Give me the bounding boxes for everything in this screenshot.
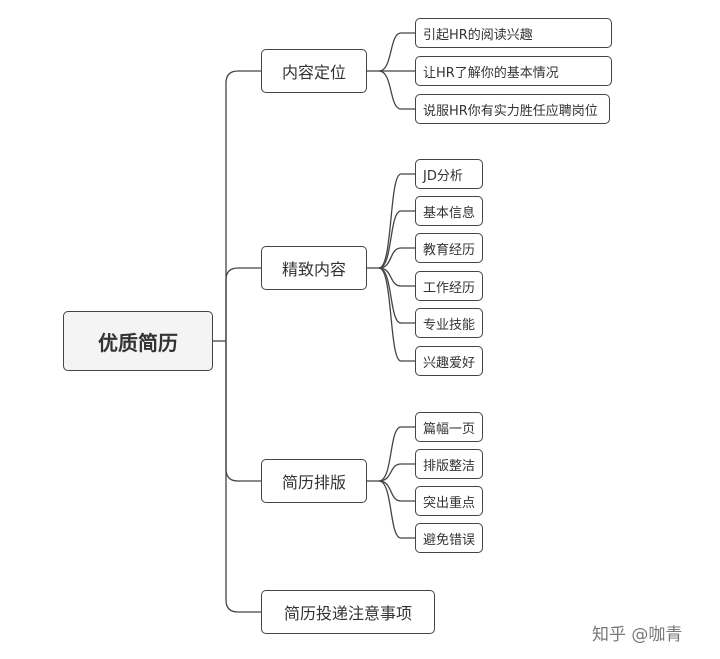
- connector-branch-1: [225, 267, 261, 341]
- watermark-text: 知乎 @咖青: [592, 625, 683, 645]
- connector-leaf-2-1: [378, 463, 415, 482]
- leaf-refined-content-4[interactable]: 工作经历: [415, 271, 483, 301]
- connector-leaf-2-2: [378, 480, 415, 502]
- leaf-refined-content-1[interactable]: JD分析: [415, 159, 483, 189]
- connector-leaf-1-1: [378, 210, 415, 269]
- root-node[interactable]: 优质简历: [63, 311, 213, 371]
- connector-leaf-1-3: [378, 267, 415, 287]
- leaf-layout-4[interactable]: 避免错误: [415, 523, 483, 553]
- leaf-layout-3[interactable]: 突出重点: [415, 486, 483, 516]
- connector-leaf-1-5: [378, 267, 415, 362]
- connector-leaf-1-4: [378, 267, 415, 324]
- connector-leaf-0-2: [378, 70, 415, 110]
- connector-leaf-1-2: [378, 247, 415, 269]
- connector-leaf-1-0: [378, 173, 415, 269]
- connector-branch-3: [225, 341, 261, 613]
- leaf-content-positioning-2[interactable]: 让HR了解你的基本情况: [415, 56, 612, 86]
- connector-branch-0: [225, 70, 261, 341]
- connector-branch-2: [225, 341, 261, 482]
- leaf-refined-content-5[interactable]: 专业技能: [415, 308, 483, 338]
- branch-refined-content[interactable]: 精致内容: [261, 246, 367, 290]
- leaf-layout-2[interactable]: 排版整洁: [415, 449, 483, 479]
- connector-leaf-2-3: [378, 480, 415, 539]
- leaf-layout-1[interactable]: 篇幅一页: [415, 412, 483, 442]
- leaf-refined-content-2[interactable]: 基本信息: [415, 196, 483, 226]
- leaf-content-positioning-1[interactable]: 引起HR的阅读兴趣: [415, 18, 612, 48]
- branch-content-positioning[interactable]: 内容定位: [261, 49, 367, 93]
- branch-submission-notes[interactable]: 简历投递注意事项: [261, 590, 435, 634]
- branch-layout[interactable]: 简历排版: [261, 459, 367, 503]
- leaf-refined-content-6[interactable]: 兴趣爱好: [415, 346, 483, 376]
- connector-leaf-0-0: [378, 32, 415, 72]
- leaf-refined-content-3[interactable]: 教育经历: [415, 233, 483, 263]
- leaf-content-positioning-3[interactable]: 说服HR你有实力胜任应聘岗位: [415, 94, 610, 124]
- connector-leaf-2-0: [378, 426, 415, 482]
